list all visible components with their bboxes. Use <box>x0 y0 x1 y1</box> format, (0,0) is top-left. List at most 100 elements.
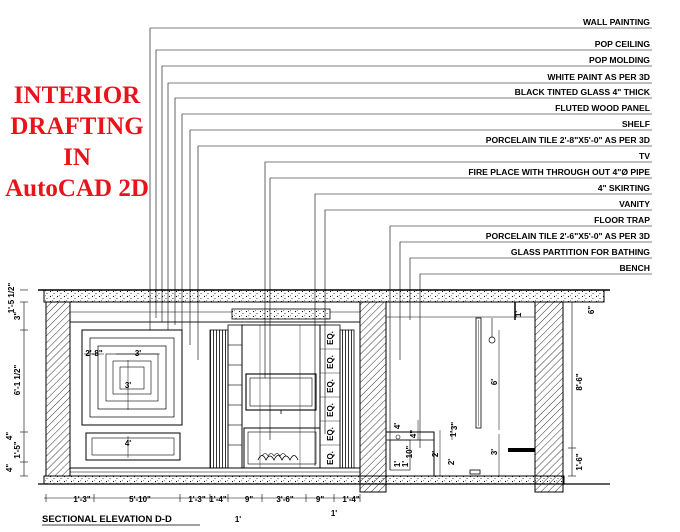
callout-label: GLASS PARTITION FOR BATHING <box>511 247 650 257</box>
callout-leader-line <box>174 97 652 325</box>
right-wall <box>534 301 564 493</box>
fireplace <box>243 427 321 469</box>
callout-label: VANITY <box>619 199 650 209</box>
callout-label: PORCELAIN TILE 2'-8"X5'-0" AS PER 3D <box>486 135 650 145</box>
title-line: INTERIOR <box>13 82 141 109</box>
callout-label: 4" SKIRTING <box>598 183 651 193</box>
dim-label: 1' <box>449 431 458 437</box>
callout-label: PORCELAIN TILE 2'-6"X5'-0" AS PER 3D <box>486 231 650 241</box>
dim-label: 1'-5" <box>13 441 22 458</box>
callout-label: POP MOLDING <box>589 55 650 65</box>
glass-partition <box>475 317 482 429</box>
middle-wall <box>359 301 387 493</box>
dim-label: 3" <box>13 312 22 320</box>
eq-label: EQ. <box>326 379 335 393</box>
dim-label: 3' <box>135 349 141 358</box>
drawing-caption: SECTIONAL ELEVATION D-D <box>42 514 172 525</box>
left-wall <box>45 301 71 477</box>
callout-label: BLACK TINTED GLASS 4" THICK <box>515 87 651 97</box>
callout-leader-line <box>399 241 652 360</box>
eq-label: EQ. <box>326 355 335 369</box>
callout-label: FLUTED WOOD PANEL <box>555 103 650 113</box>
drawing-title: INTERIOR DRAFTING IN AutoCAD 2D <box>2 80 152 204</box>
title-line: DRAFTING <box>10 113 144 140</box>
dim-label: 1' <box>235 515 241 524</box>
callout-leader-line <box>167 82 652 330</box>
callout-label: FIRE PLACE WITH THROUGH OUT 4"Ø PIPE <box>468 167 650 177</box>
eq-label: EQ. <box>326 451 335 465</box>
dim-label: 3' <box>490 449 499 455</box>
dim-label: 4" <box>5 432 14 440</box>
dim-label: 1'-3" <box>188 495 205 504</box>
shower-icon <box>488 336 496 344</box>
callout-leader-line <box>149 27 652 330</box>
dim-label: 6'-1 1/2" <box>13 364 22 395</box>
dim-label: 6' <box>490 379 499 385</box>
dim-label: 9" <box>245 495 253 504</box>
callout-label: TV <box>639 151 650 161</box>
dim-label: 2' <box>431 451 440 457</box>
dim-label: 1'-4" <box>342 495 359 504</box>
callout-leaders <box>149 27 652 470</box>
faucet-icon <box>395 434 401 440</box>
dim-label: 4' <box>125 439 131 448</box>
dim-label: 4" <box>5 464 14 472</box>
title-line: AutoCAD 2D <box>5 175 149 202</box>
tile-wall <box>241 324 321 469</box>
dim-label: 1'-6" <box>575 453 584 470</box>
dim-label: 10" <box>405 445 414 458</box>
callout-leader-line <box>161 65 652 322</box>
shelf-unit <box>227 324 243 469</box>
dim-label: 3' <box>125 381 131 390</box>
callout-leader-line <box>155 49 652 318</box>
dim-label: 1'-4" <box>209 495 226 504</box>
dim-label: 1' <box>393 461 402 467</box>
wall-panel-lower <box>85 432 181 461</box>
callout-leader-line <box>181 113 652 340</box>
ceiling-box <box>231 308 331 320</box>
dim-label: 1'-5 1/2" <box>7 282 16 313</box>
callout-leader-line <box>389 225 652 470</box>
dim-label: 8'-6" <box>575 373 584 390</box>
callout-leader-line <box>324 209 652 434</box>
dim-label: 2' <box>447 459 456 465</box>
callout-leader-line <box>189 129 652 345</box>
callout-leader-line <box>197 145 652 360</box>
dim-label: 4' <box>393 423 402 429</box>
eq-label: EQ. <box>326 331 335 345</box>
vanity <box>385 431 435 477</box>
callout-label: SHELF <box>622 119 650 129</box>
callout-label: POP CEILING <box>595 39 651 49</box>
dim-label: 4" <box>409 430 418 438</box>
callout-label: BENCH <box>619 263 650 273</box>
eq-label: EQ. <box>326 403 335 417</box>
dim-label: 1' <box>514 311 523 317</box>
dim-label: 5'-10" <box>129 495 151 504</box>
dim-label: 2'-8" <box>85 349 102 358</box>
ceiling-slab <box>43 289 605 303</box>
tv <box>245 373 317 411</box>
dim-label: 1' <box>401 461 410 467</box>
fire-flame-icon <box>257 455 299 461</box>
wall-panel-upper <box>81 329 183 426</box>
floor-trap <box>469 469 481 475</box>
eq-column <box>319 324 341 469</box>
callout-leader-line <box>409 257 652 320</box>
dim-label: 3'-6" <box>276 495 293 504</box>
callout-leader-line <box>264 161 652 378</box>
bench <box>508 448 535 452</box>
bathroom-area <box>385 301 536 477</box>
dim-label: 9" <box>316 495 324 504</box>
floor-slab <box>43 475 565 485</box>
callout-label: WALL PAINTING <box>583 17 650 27</box>
dim-label: 3" <box>450 422 459 430</box>
title-line: IN <box>63 144 91 171</box>
eq-label: EQ. <box>326 427 335 441</box>
callout-leader-line <box>269 177 652 440</box>
callout-leader-line <box>419 273 652 448</box>
dim-label: 6" <box>587 306 596 314</box>
fluted-panel-right <box>339 329 355 469</box>
